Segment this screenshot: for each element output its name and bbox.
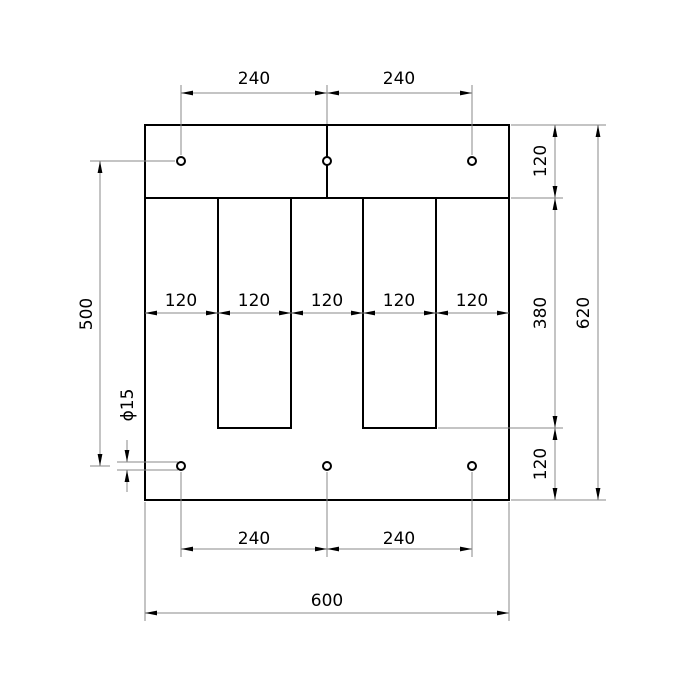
dim-overall-width: 600	[311, 591, 343, 611]
dim-segment-5: 120	[456, 291, 488, 311]
dim-window-height: 380	[531, 297, 551, 329]
dim-hole-spacing: 500	[77, 298, 97, 330]
hole	[176, 156, 186, 166]
hole	[322, 156, 332, 166]
dim-segment-2: 120	[238, 291, 270, 311]
dim-overall-height: 620	[574, 297, 594, 329]
hole	[176, 461, 186, 471]
extension-lines	[90, 85, 606, 621]
hole	[467, 156, 477, 166]
dim-top-yoke: 120	[531, 145, 551, 177]
dim-segment-1: 120	[165, 291, 197, 311]
dim-bottom-right: 240	[383, 529, 415, 549]
hole	[322, 461, 332, 471]
dim-top-right: 240	[383, 69, 415, 89]
hole	[467, 461, 477, 471]
dim-segment-3: 120	[311, 291, 343, 311]
mounting-holes	[176, 156, 477, 471]
dim-segment-4: 120	[383, 291, 415, 311]
dim-top-left: 240	[238, 69, 270, 89]
dimension-labels: 240 240 240 240 600 120 120 120 120 120 …	[77, 69, 594, 611]
dimension-lines	[97, 90, 601, 616]
dim-bottom-left: 240	[238, 529, 270, 549]
dim-bottom-yoke: 120	[531, 448, 551, 480]
dim-hole-diameter: ϕ15	[118, 389, 138, 422]
